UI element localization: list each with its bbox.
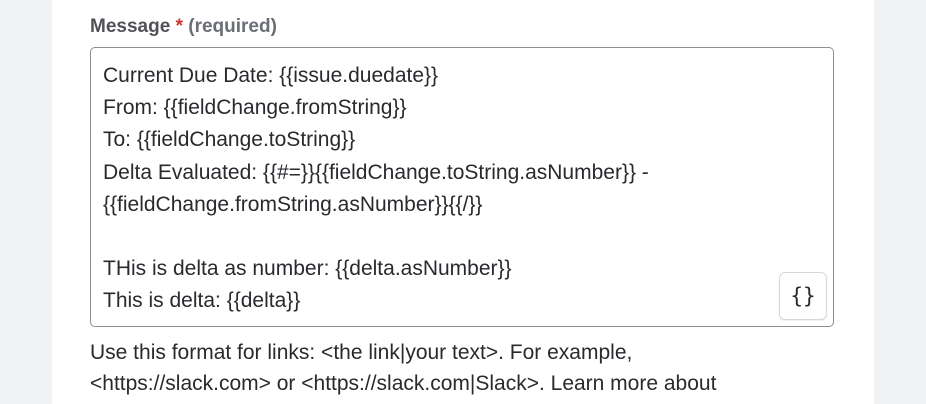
smart-values-button[interactable]: {}	[779, 272, 827, 320]
label-text: Message	[90, 16, 171, 37]
required-indicator: (required)	[188, 16, 277, 37]
message-field-label: Message * (required)	[90, 16, 277, 38]
message-editor[interactable]: Current Due Date: {{issue.duedate}} From…	[90, 47, 834, 327]
helper-text-line-1: Use this format for links: <the link|you…	[90, 341, 633, 364]
message-editor-content[interactable]: Current Due Date: {{issue.duedate}} From…	[103, 64, 649, 313]
helper-text-line-2: <https://slack.com> or <https://slack.co…	[90, 372, 717, 395]
helper-text: Use this format for links: <the link|you…	[90, 337, 716, 399]
curly-braces-icon: {}	[790, 284, 816, 308]
required-asterisk: *	[175, 16, 183, 37]
